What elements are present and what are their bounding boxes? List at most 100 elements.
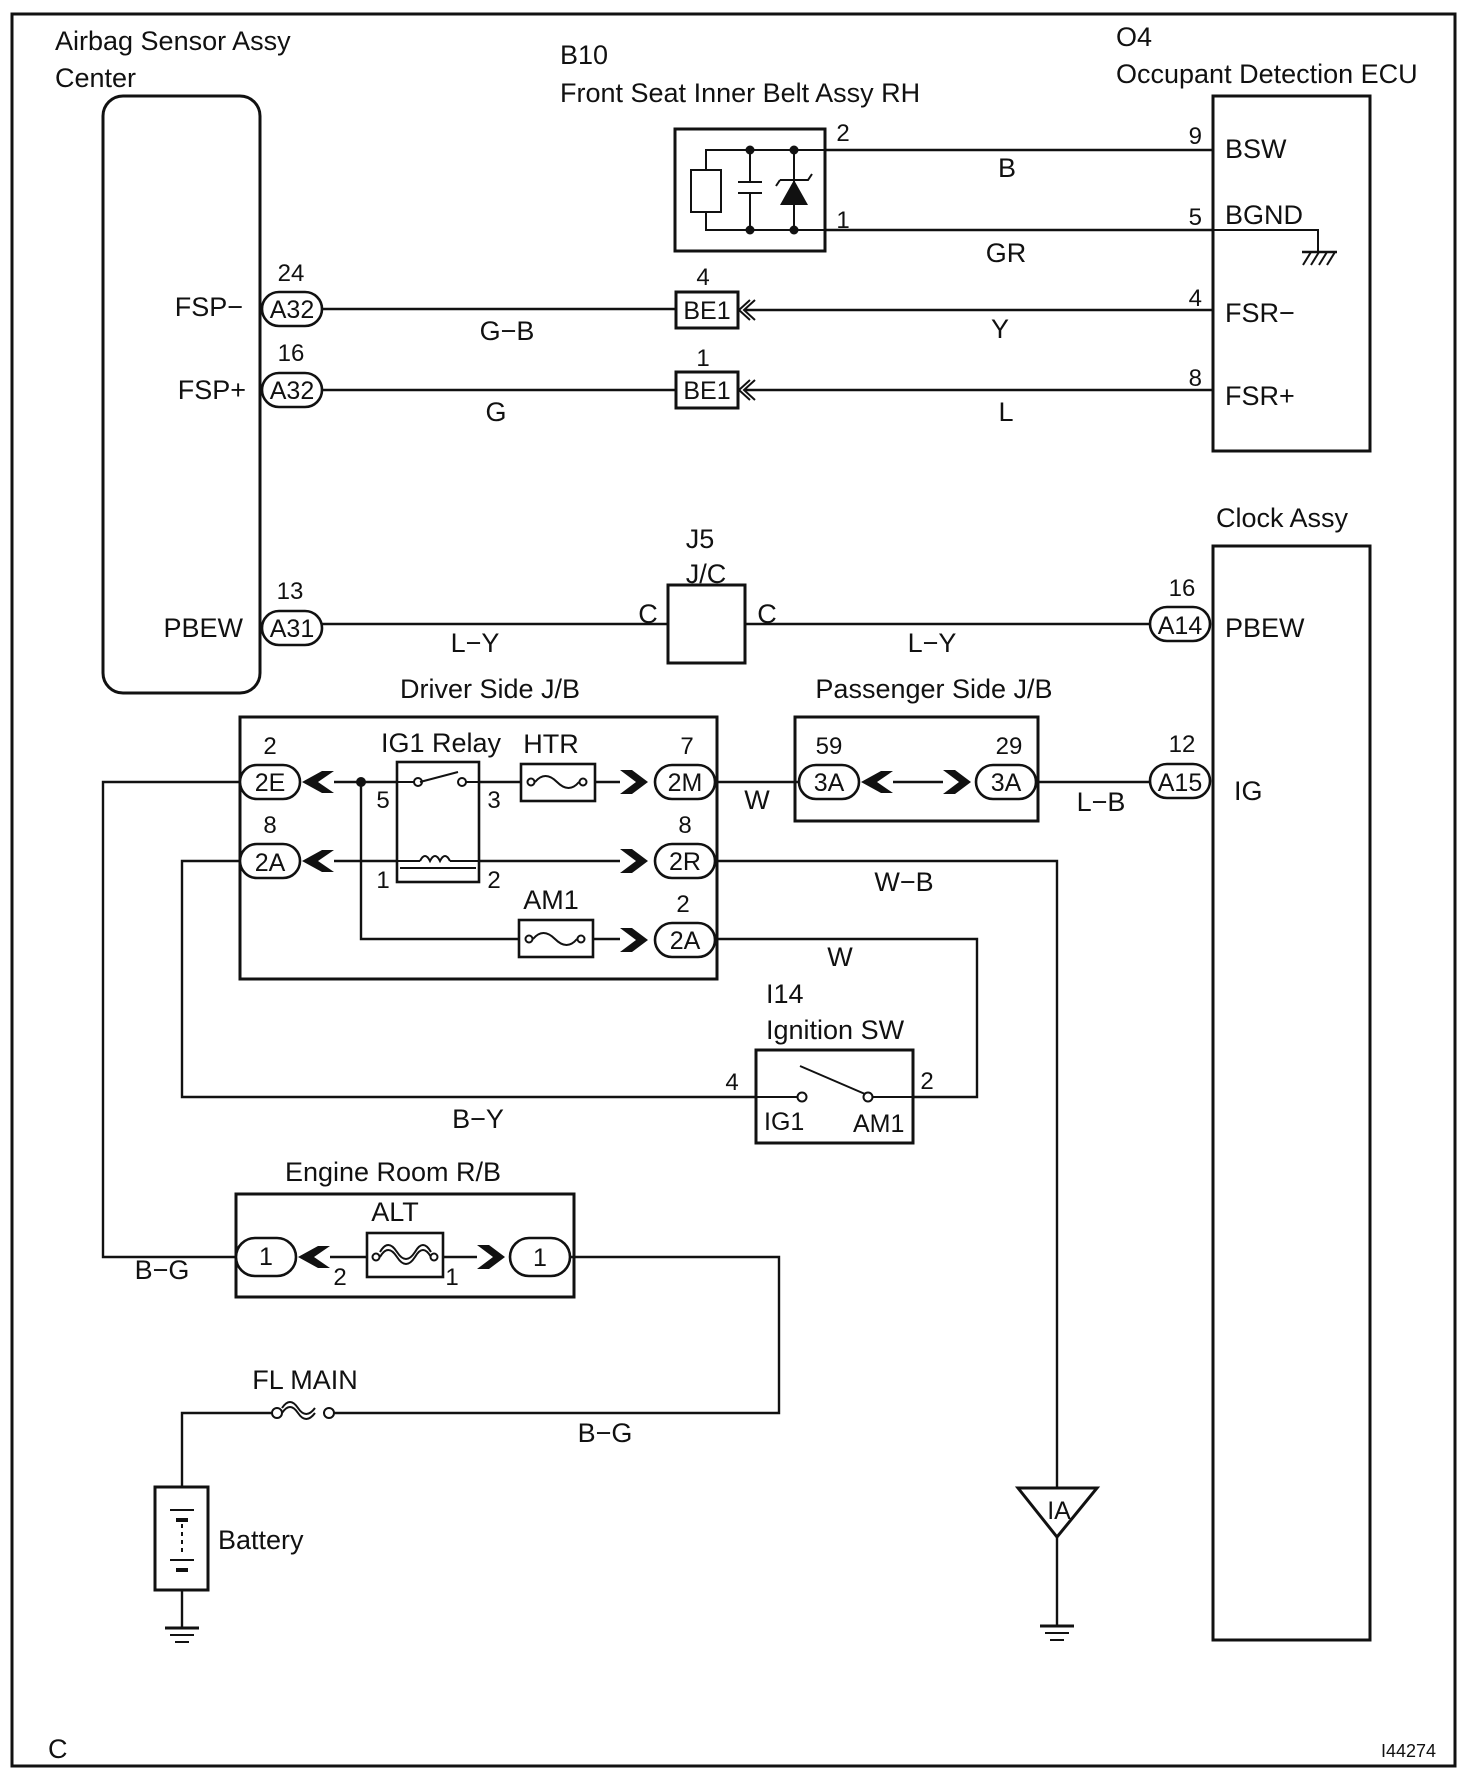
fuse-icon	[578, 777, 588, 787]
fusible-link-icon	[281, 1401, 316, 1415]
j5-code: J5	[686, 524, 715, 554]
clock-ig-pin: 12	[1169, 731, 1196, 758]
ignition-switch-arm-icon	[799, 1065, 866, 1095]
fusible-link-icon	[371, 1252, 381, 1262]
connector-2a-right-label: 2A	[670, 927, 701, 955]
ignition-sw-pin-2: 2	[920, 1068, 933, 1095]
fsr-minus-label: FSR−	[1225, 298, 1295, 328]
fsp-plus-label: FSP+	[178, 375, 246, 405]
relay-contact	[457, 777, 467, 787]
fl-main-label: FL MAIN	[252, 1365, 358, 1395]
bgnd-internal	[1213, 229, 1319, 252]
connector-a14	[1148, 605, 1212, 643]
corner-label-right: I44274	[1381, 1741, 1436, 1761]
relay-pin-1: 1	[376, 867, 389, 894]
be1-top-pin: 4	[696, 264, 709, 291]
pjb-right-pin: 29	[996, 733, 1023, 760]
airbag-sensor-title: Airbag Sensor Assy	[55, 26, 291, 56]
fsr-plus-pin: 8	[1189, 365, 1202, 392]
clock-pbew-label: PBEW	[1225, 613, 1305, 643]
fusible-link-icon	[271, 1407, 283, 1419]
connector-3a-left-label: 3A	[814, 769, 845, 797]
engine-rb-title: Engine Room R/B	[285, 1157, 501, 1187]
pjb-left-pin: 59	[816, 733, 843, 760]
connector-chevron-icon	[737, 299, 751, 321]
terminal-arrow-icon	[620, 849, 648, 873]
wire-pbew-left-color: L−Y	[451, 628, 500, 658]
be1-top-box	[674, 290, 740, 330]
ground-point-ia-icon	[1014, 1486, 1101, 1540]
ground-ia: IA	[1014, 1486, 1101, 1641]
node-dot	[745, 225, 755, 235]
fusible-link-icon	[379, 1249, 432, 1265]
conn-2a-left-pin: 8	[263, 812, 276, 839]
wire-2m-3a-color: W	[744, 785, 770, 815]
j5-junction: J5 J/C C C	[638, 524, 777, 665]
zener-diode-icon	[780, 180, 808, 205]
fsr-minus-pin: 4	[1189, 285, 1202, 312]
be1-bottom-label: BE1	[683, 377, 730, 405]
jb-wire-am1-feed	[359, 782, 519, 941]
driver-side-jb: Driver Side J/B 2 2E 8 2A IG1 Relay 5 3 …	[238, 674, 719, 981]
fsp-minus-label: FSP−	[175, 292, 243, 322]
relay-pin-3: 3	[487, 787, 500, 814]
be1-bottom-box	[674, 370, 740, 410]
connector-2m-label: 2M	[668, 769, 703, 797]
pbew-left-label: PBEW	[163, 613, 243, 643]
airbag-sensor-subtitle: Center	[55, 63, 136, 93]
fusible-link-icon	[323, 1407, 335, 1419]
node-dot	[745, 145, 755, 155]
terminal-arrow-icon	[620, 928, 648, 952]
occupant-ecu-title: Occupant Detection ECU	[1116, 59, 1418, 89]
engine-right-label: 1	[533, 1244, 547, 1272]
fuse-icon	[534, 775, 580, 789]
ground-icon	[165, 1626, 199, 1643]
wire-pbew-right-color: L−Y	[908, 628, 957, 658]
corner-label-left: C	[48, 1734, 68, 1764]
terminal-arrow-icon	[943, 770, 971, 794]
be1-top-label: BE1	[683, 297, 730, 325]
wire-am1-ignition	[715, 937, 979, 1099]
connector-a32-bottom-label: A32	[270, 377, 314, 405]
wire-2r-ground	[715, 859, 1059, 1488]
belt-assy: B10 Front Seat Inner Belt Assy RH 2 1	[560, 40, 920, 253]
conn-2r-pin: 8	[678, 812, 691, 839]
connector-2e-label: 2E	[255, 769, 286, 797]
fusible-link-icon	[429, 1252, 439, 1262]
belt-assy-title: Front Seat Inner Belt Assy RH	[560, 78, 920, 108]
passenger-side-jb: Passenger Side J/B 59 3A 29 3A	[793, 674, 1053, 823]
ignition-sw-term-ig1: IG1	[764, 1108, 804, 1136]
wire-fl-main	[333, 1255, 781, 1415]
ignition-sw-term-am1: AM1	[853, 1110, 904, 1138]
connector-2a-left-label: 2A	[255, 849, 286, 877]
fusible-link-icon	[379, 1244, 432, 1260]
wire-alt-out-color: B−G	[135, 1255, 190, 1285]
be1-bottom-pin: 1	[696, 345, 709, 372]
driver-jb-title: Driver Side J/B	[400, 674, 580, 704]
ignition-switch: I14 Ignition SW 4 2 IG1 AM1	[725, 979, 934, 1145]
ig1-relay-body	[395, 760, 481, 884]
zener-bar-tail	[775, 179, 781, 187]
bsw-pin: 9	[1189, 123, 1202, 150]
engine-right-pin: 1	[445, 1264, 458, 1291]
wire-fsp-minus-color: G−B	[480, 316, 535, 346]
bsw-label: BSW	[1225, 134, 1287, 164]
wire-fsp-plus-color: G	[485, 397, 506, 427]
battery-body	[153, 1485, 210, 1592]
conn-2e-pin: 2	[263, 733, 276, 760]
belt-pin-1: 1	[836, 207, 849, 234]
fusible-link-icon	[281, 1406, 316, 1420]
ground-hatch	[1318, 251, 1328, 266]
fl-main-fuse: FL MAIN	[252, 1365, 358, 1420]
bgnd-pin: 5	[1189, 204, 1202, 231]
clock-assy-body	[1211, 544, 1372, 1642]
connector-3a-right-label: 3A	[991, 769, 1022, 797]
ig1-relay-title: IG1 Relay	[381, 728, 502, 758]
belt-internal-top	[705, 149, 794, 170]
terminal-arrow-icon	[477, 1245, 505, 1269]
conn-2a-right-pin: 2	[676, 891, 689, 918]
relay-pin-2: 2	[487, 867, 500, 894]
connector-a32-top-label: A32	[270, 296, 314, 324]
bgnd-label: BGND	[1225, 200, 1303, 230]
occupant-ecu-body	[1211, 94, 1372, 453]
